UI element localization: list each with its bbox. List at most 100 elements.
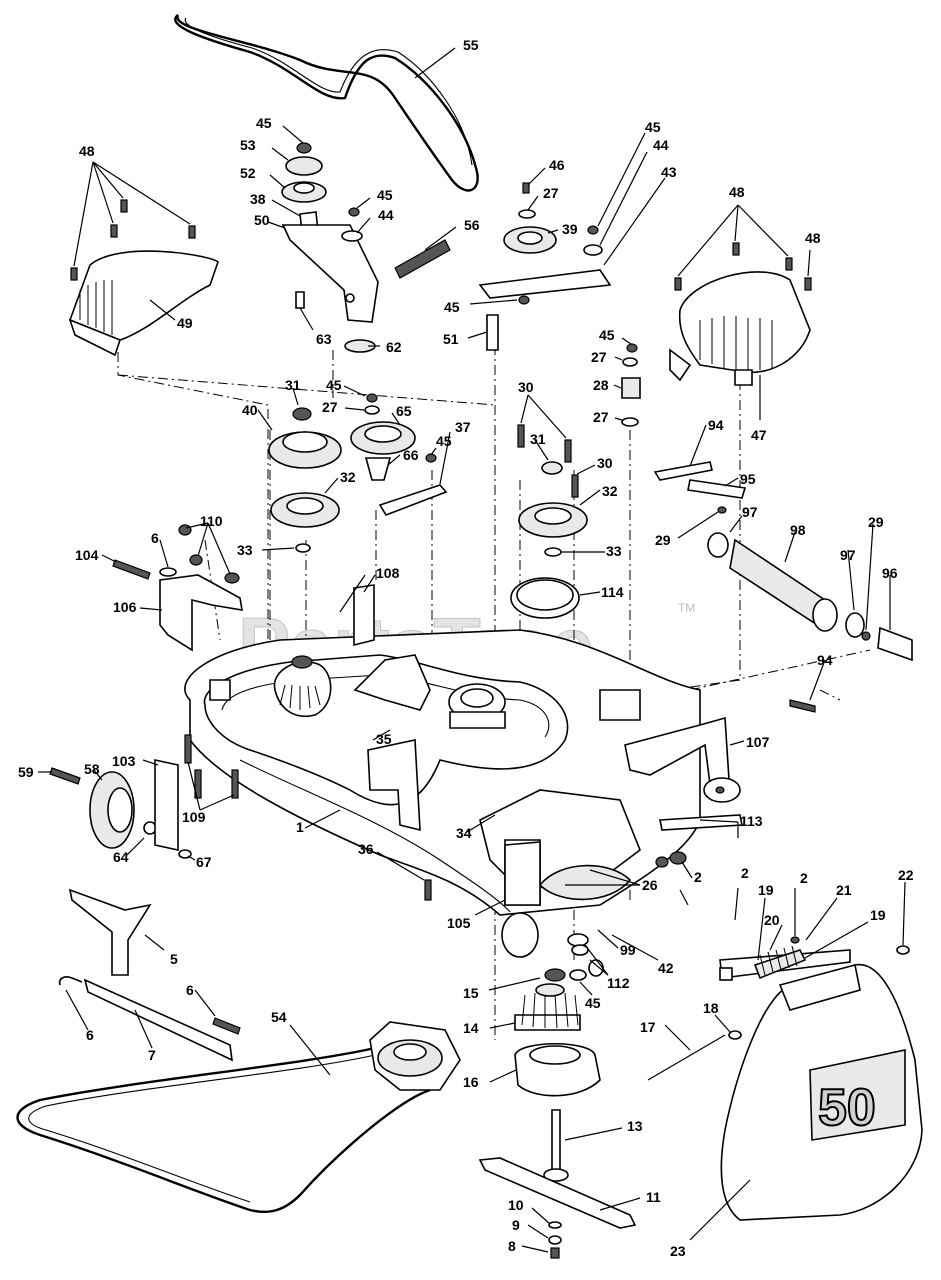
callout-113: 113 (740, 813, 763, 829)
callout-45-c: 45 (645, 119, 661, 135)
spacer-stack-28 (621, 343, 641, 427)
callout-47: 47 (751, 427, 767, 443)
callout-11: 11 (646, 1189, 661, 1205)
callout-110: 110 (200, 513, 223, 529)
gauge-wheel-58 (49, 759, 192, 859)
callout-31-a: 31 (285, 377, 301, 393)
chute-decal-text: 50 (818, 1079, 876, 1137)
callout-2-b: 2 (741, 865, 749, 881)
callout-40: 40 (242, 402, 258, 418)
right-belt-cover (669, 271, 811, 386)
idler-pulley-assembly-right (478, 182, 612, 351)
callout-42: 42 (658, 960, 674, 976)
callout-36: 36 (358, 841, 374, 857)
callout-38: 38 (250, 191, 266, 207)
callout-6-b: 6 (186, 982, 194, 998)
callout-95: 95 (740, 471, 756, 487)
callout-32-a: 32 (340, 469, 356, 485)
left-cover-ribs (79, 280, 113, 335)
belt-55 (174, 14, 479, 192)
callout-27-a: 27 (543, 185, 559, 201)
callout-99: 99 (620, 942, 636, 958)
deck-housing (184, 629, 701, 916)
rod-17 (647, 1030, 742, 1081)
callout-20: 20 (764, 912, 780, 928)
callout-58: 58 (84, 761, 100, 777)
callout-6-c: 6 (86, 1027, 94, 1043)
bolt-36 (424, 879, 432, 901)
callout-94-a: 94 (708, 417, 724, 433)
callout-2-a: 2 (694, 869, 702, 885)
bracket-106 (112, 524, 243, 652)
callout-18: 18 (703, 1000, 719, 1016)
callout-45-d: 45 (444, 299, 460, 315)
callout-9: 9 (512, 1217, 520, 1233)
callout-37: 37 (455, 419, 471, 435)
callout-94-b: 94 (817, 652, 833, 668)
callout-112: 112 (607, 975, 630, 991)
callout-44-b: 44 (653, 137, 669, 153)
idler-pulley-assembly-top (281, 142, 451, 353)
callout-27-b: 27 (591, 349, 607, 365)
callout-48-c: 48 (805, 230, 821, 246)
callout-98: 98 (790, 522, 806, 538)
callout-46: 46 (549, 157, 565, 173)
pto-clutch (369, 1021, 461, 1091)
belt-54 (16, 1046, 431, 1214)
callout-65: 65 (396, 403, 412, 419)
callout-50: 50 (254, 212, 270, 228)
callout-15: 15 (463, 985, 479, 1001)
callout-43: 43 (661, 164, 677, 180)
callout-5: 5 (170, 951, 178, 967)
callout-8: 8 (508, 1238, 516, 1254)
callout-30-b: 30 (597, 455, 613, 471)
callout-23: 23 (670, 1243, 686, 1259)
callout-54: 54 (271, 1009, 287, 1025)
callout-103: 103 (112, 753, 136, 769)
callout-35: 35 (376, 731, 392, 747)
callout-27-c: 27 (593, 409, 609, 425)
callout-1: 1 (296, 819, 304, 835)
callout-44-a: 44 (378, 207, 394, 223)
callout-labels: 55 45 53 52 38 50 45 44 56 63 62 46 27 3… (18, 37, 914, 1259)
callout-62: 62 (386, 339, 402, 355)
callout-45-b: 45 (377, 187, 393, 203)
bolts-48 (70, 199, 812, 291)
callout-67: 67 (196, 854, 212, 870)
leader-lines (38, 47, 906, 1253)
spindle-assembly (501, 912, 604, 1182)
bracket-5 (68, 888, 152, 976)
callout-108: 108 (376, 565, 400, 581)
callout-31-b: 31 (530, 431, 546, 447)
callout-33-a: 33 (237, 542, 253, 558)
callout-19-a: 19 (758, 882, 774, 898)
discharge-chute: 50 (720, 963, 923, 1221)
watermark-trademark: TM (678, 601, 695, 615)
callout-66: 66 (403, 447, 419, 463)
spring-coils-20 (759, 945, 798, 976)
callout-109: 109 (182, 809, 206, 825)
callout-32-b: 32 (602, 483, 618, 499)
blade-11 (478, 1157, 637, 1259)
callout-49: 49 (177, 315, 193, 331)
callout-59: 59 (18, 764, 34, 780)
callout-7: 7 (148, 1047, 156, 1063)
callout-48-b: 48 (729, 184, 745, 200)
callout-114: 114 (601, 584, 624, 600)
callout-56: 56 (464, 217, 480, 233)
callout-33-b: 33 (606, 543, 622, 559)
bracket-105 (504, 841, 541, 906)
callout-104: 104 (75, 547, 99, 563)
callout-26: 26 (642, 877, 658, 893)
callout-16: 16 (463, 1074, 479, 1090)
pulley-right (510, 424, 588, 619)
callout-34: 34 (456, 825, 472, 841)
callout-106: 106 (113, 599, 137, 615)
washer-22 (896, 945, 910, 955)
callout-52: 52 (240, 165, 256, 181)
callout-45-a: 45 (256, 115, 272, 131)
callout-29-a: 29 (655, 532, 671, 548)
callout-45-e: 45 (599, 327, 615, 343)
callout-2-c: 2 (800, 870, 808, 886)
callout-64: 64 (113, 849, 129, 865)
